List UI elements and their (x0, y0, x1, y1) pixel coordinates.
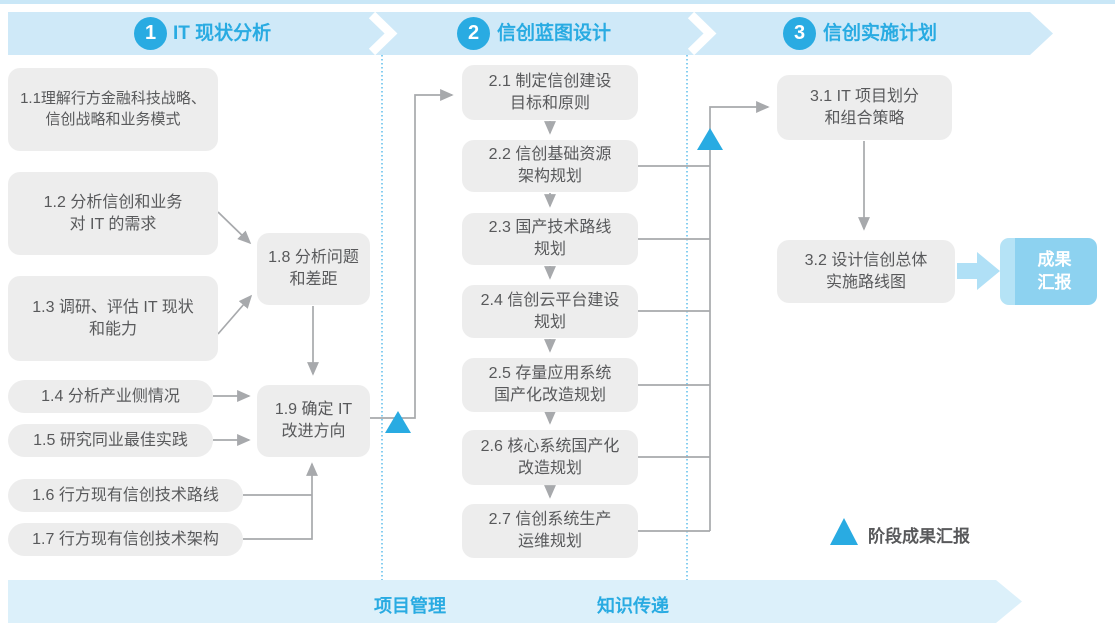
step-1-2: 1.2 分析信创和业务对 IT 的需求 (8, 172, 218, 255)
step-2-2-label: 2.2 信创基础资源架构规划 (488, 146, 612, 185)
block-arrow-to-deliverable (957, 252, 1000, 290)
step-2-5: 2.5 存量应用系统国产化改造规划 (462, 358, 638, 412)
step-1-3: 1.3 调研、评估 IT 现状和能力 (8, 276, 218, 361)
step-2-7-label: 2.7 信创系统生产运维规划 (488, 511, 612, 550)
step-2-6-label: 2.6 核心系统国产化改造规划 (480, 437, 620, 477)
step-2-3: 2.3 国产技术路线规划 (462, 213, 638, 265)
step-1-7: 1.7 行方现有信创技术架构 (8, 523, 243, 556)
arrow-1-7-to-1-9 (243, 462, 318, 540)
phase-1-title: IT 现状分析 (173, 23, 272, 44)
deliverable-box: 成果汇报 (1000, 238, 1097, 305)
step-3-1-label: 3.1 IT 项目划分和组合策略 (809, 87, 920, 127)
step-3-2-label: 3.2 设计信创总体实施路线图 (804, 251, 928, 291)
phase-3-title: 信创实施计划 (823, 23, 938, 44)
step-2-3-label: 2.3 国产技术路线规划 (488, 219, 612, 258)
phase-separator-chevron-2 (687, 11, 717, 56)
step-2-1-label: 2.1 制定信创建设目标和原则 (488, 72, 612, 112)
step-1-4: 1.4 分析产业侧情况 (8, 380, 213, 413)
arrow-1-9-to-2-1 (370, 89, 454, 419)
legend-milestone-label: 阶段成果汇报 (868, 527, 970, 546)
step-1-3-label: 1.3 调研、评估 IT 现状和能力 (32, 298, 194, 338)
step-1-6-label: 1.6 行方现有信创技术路线 (32, 486, 219, 504)
arrow-collector-to-3-1 (709, 101, 770, 531)
milestone-triangle-phase1 (385, 411, 411, 433)
step-2-6: 2.6 核心系统国产化改造规划 (462, 430, 638, 485)
step-1-5-label: 1.5 研究同业最佳实践 (33, 431, 188, 449)
step-3-1: 3.1 IT 项目划分和组合策略 (777, 75, 952, 140)
footer-knowledge-transfer-label: 知识传递 (597, 596, 669, 616)
legend-milestone-triangle (830, 518, 858, 545)
step-1-7-label: 1.7 行方现有信创技术架构 (32, 530, 219, 548)
step-2-5-label: 2.5 存量应用系统国产化改造规划 (488, 365, 612, 404)
step-1-6: 1.6 行方现有信创技术路线 (8, 479, 243, 512)
step-1-1-label: 1.1理解行方金融科技战略、信创战略和业务模式 (20, 90, 206, 128)
footer-project-management-label: 项目管理 (374, 596, 446, 616)
phase-3-badge: 3 (783, 17, 816, 50)
footer-band (8, 580, 1022, 623)
step-1-4-label: 1.4 分析产业侧情况 (41, 387, 180, 405)
top-strip (0, 0, 1115, 4)
step-1-1: 1.1理解行方金融科技战略、信创战略和业务模式 (8, 68, 218, 151)
step-3-2: 3.2 设计信创总体实施路线图 (777, 240, 955, 303)
deliverable-label: 成果汇报 (1037, 249, 1072, 292)
step-2-4-label: 2.4 信创云平台建设规划 (480, 291, 620, 331)
step-1-5: 1.5 研究同业最佳实践 (8, 424, 213, 457)
step-2-7: 2.7 信创系统生产运维规划 (462, 504, 638, 558)
arrow-1-3-to-1-8 (217, 294, 253, 335)
phase-2-badge: 2 (457, 17, 490, 50)
step-2-2: 2.2 信创基础资源架构规划 (462, 140, 638, 192)
phase-1-badge: 1 (134, 17, 167, 50)
phase-2-title: 信创蓝图设计 (497, 23, 612, 44)
step-1-8-label: 1.8 分析问题和差距 (268, 249, 359, 288)
milestone-triangle-phase2 (697, 128, 723, 150)
arrow-1-2-to-1-8 (217, 211, 252, 245)
step-1-8: 1.8 分析问题和差距 (257, 233, 370, 305)
step-2-1: 2.1 制定信创建设目标和原则 (462, 65, 638, 120)
phase-separator-chevron-1 (368, 11, 398, 56)
step-1-2-label: 1.2 分析信创和业务对 IT 的需求 (43, 193, 183, 233)
step-2-4: 2.4 信创云平台建设规划 (462, 285, 638, 338)
